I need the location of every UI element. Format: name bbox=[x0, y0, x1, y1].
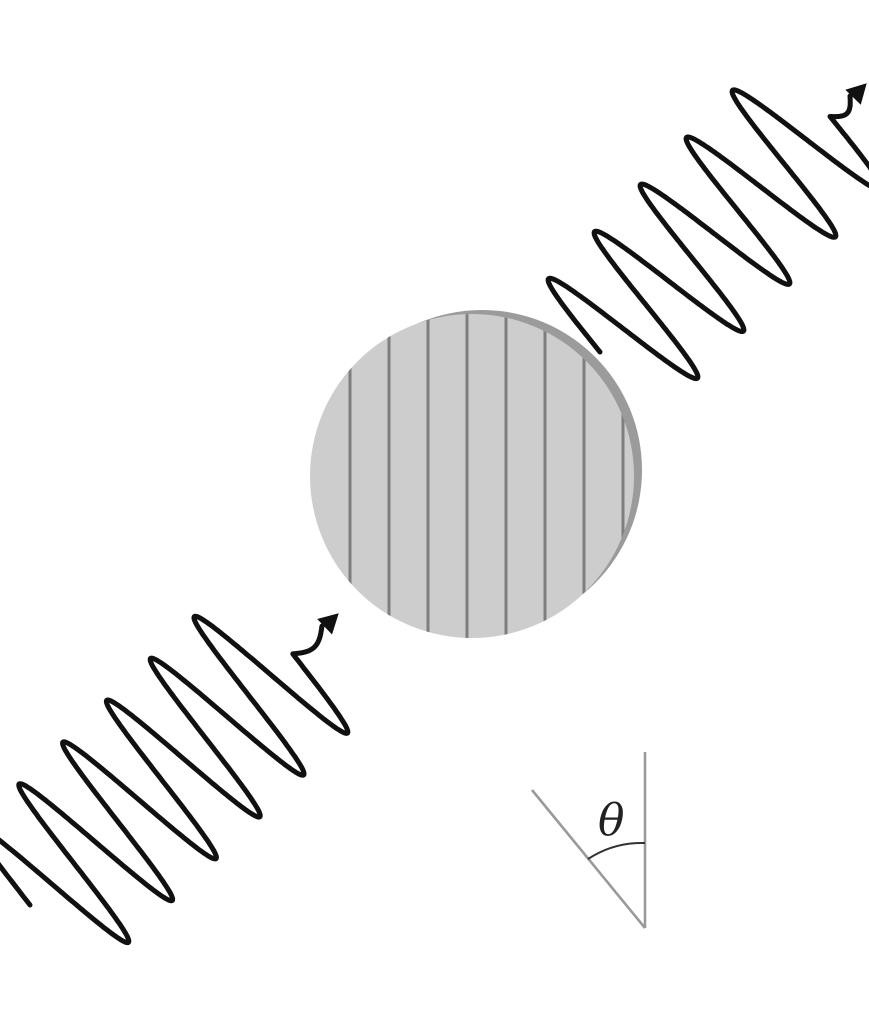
incident-wave bbox=[0, 616, 348, 942]
angle-indicator: θ bbox=[532, 752, 645, 928]
polarizer-disk bbox=[310, 300, 642, 650]
angle-label: θ bbox=[598, 795, 625, 846]
transmitted-wave bbox=[548, 90, 869, 379]
